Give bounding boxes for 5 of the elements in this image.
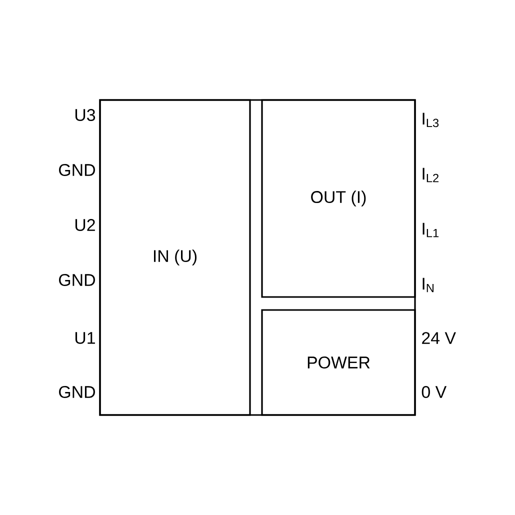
- terminal-label: I$_{N}$: [422, 278, 434, 292]
- terminal-label: 24 V: [422, 332, 456, 344]
- module-block: OUT (I): [261, 99, 416, 298]
- module-block: IN (U): [99, 99, 251, 416]
- module-block: POWER: [261, 309, 416, 416]
